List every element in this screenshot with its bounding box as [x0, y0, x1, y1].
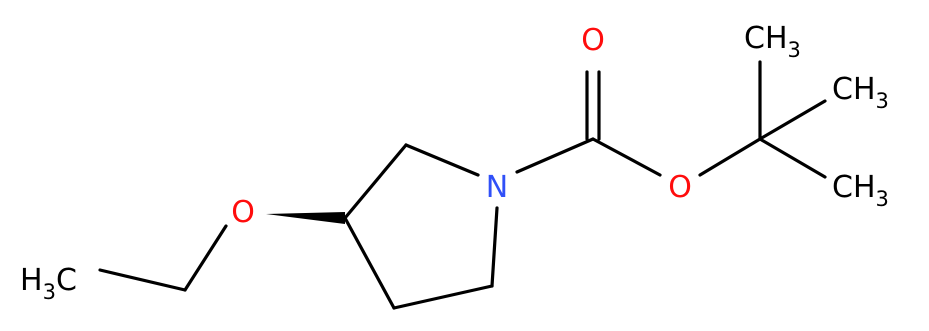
oxygen-carbonyl-label: O	[581, 23, 605, 58]
bond-c5-n	[490, 206, 499, 288]
bond-ch2-ch3	[98, 268, 187, 292]
bond-cquat-ch3-bottom	[758, 137, 827, 179]
methyl-right-label: CH3	[832, 72, 889, 113]
bond-carbonyl-oester	[591, 137, 662, 177]
bond-c2-c3	[343, 143, 408, 220]
bond-n-carbonyl	[515, 137, 595, 174]
bond-c2-n	[404, 143, 480, 177]
methyl-top-label: CH3	[744, 21, 801, 62]
methyl-bottom-label: CH3	[832, 170, 889, 211]
oxygen-ether-label: O	[231, 195, 255, 230]
methyl-ethyl-label: H3C	[20, 263, 77, 304]
nitrogen-label: N	[486, 170, 508, 205]
bond-cquat-ch3-right	[758, 99, 827, 141]
wedge-bond-c3-o	[266, 212, 345, 224]
bond-oester-cquat	[698, 137, 762, 177]
bond-c4-c5	[392, 284, 494, 310]
bond-o-ch2	[183, 224, 228, 292]
bond-c3-c4	[343, 216, 396, 310]
oxygen-ester-label: O	[668, 170, 692, 205]
